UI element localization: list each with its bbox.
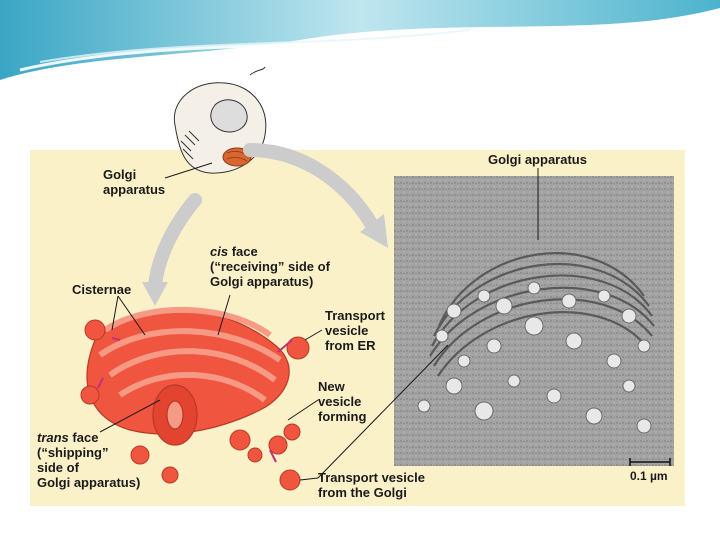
label-scale: 0.1 µm	[630, 469, 668, 484]
header-swoosh	[0, 0, 720, 80]
label-cis-face: cis face (“receiving” side of Golgi appa…	[210, 244, 330, 289]
label-cisternae: Cisternae	[72, 282, 131, 297]
cell-thumbnail	[165, 65, 275, 195]
label-trans-face: trans face (“shipping” side of Golgi app…	[37, 430, 140, 490]
micrograph	[394, 176, 674, 466]
label-golgi-apparatus-title: Golgi apparatus	[488, 152, 587, 167]
scale-bar	[628, 458, 672, 466]
